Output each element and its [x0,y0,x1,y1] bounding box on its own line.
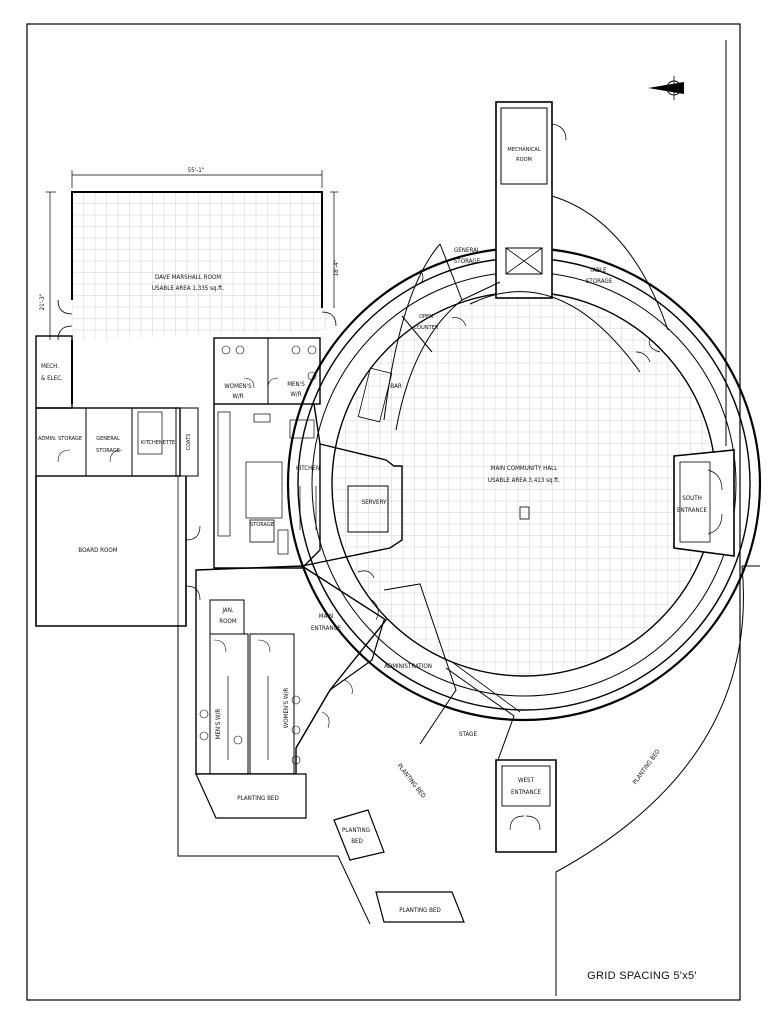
dave-marshall-room-area: USABLE AREA 1,335 sq.ft. [152,285,224,292]
dim-right-height: 18'-4" [333,259,340,276]
coats-label: COATS [186,434,192,451]
general-storage-left-label-1: GENERAL [96,436,120,442]
south-entrance [673,449,735,557]
main-entrance-wall [295,619,385,749]
table-storage-wall [551,195,669,331]
board-room-label: BOARD ROOM [78,547,117,554]
main-entrance-label-2: ENTRANCE [311,625,342,632]
planting-bed-3-label: PLANTING BED [399,907,440,914]
servery-label: SERVERY [362,499,387,506]
dimension-lines [46,170,338,340]
admin-stage-walls [357,570,521,761]
dim-top-width: 55'-1" [188,167,205,174]
west-entrance-label-2: ENTRANCE [511,789,542,796]
inner-ring-wall [383,243,441,421]
mechanical-room [495,101,567,299]
jan-room-label-2: ROOM [219,618,237,625]
bar-label: BAR [390,383,402,390]
south-entrance-label-2: ENTRANCE [677,507,708,514]
kitchenette-label: KITCHENETTE [141,440,175,446]
main-hall-label: MAIN COMMUNITY HALL [491,465,559,472]
general-storage-top-label-2: STORAGE [454,258,481,265]
table-storage-label-1: TABLE [588,267,607,274]
main-hall-area: USABLE AREA 3,413 sq.ft. [488,477,560,484]
hall-centre-marker [519,506,530,520]
board-room-walls [35,476,201,627]
storage-small-label: STORAGE [250,522,274,528]
south-entrance-label-1: SOUTH [682,495,702,502]
site-lines [177,40,760,996]
womens-wr-top-label-1: WOMEN'S [224,383,252,390]
servery [301,443,403,567]
general-storage-top-label-1: GENERAL [454,247,481,254]
planting-beds [195,773,465,923]
service-block [35,335,321,477]
planting-bed-arc-right-label: PLANTING BED [632,748,662,786]
jan-room-label-1: JAN. [221,607,234,614]
kitchen-label: KITCHEN [296,465,320,472]
planting-bed-2-label-2: BED [351,838,363,845]
planting-bed-2-label-1: PLANTING [342,827,370,834]
open-counter-label-1: OPEN [419,314,433,320]
table-storage-label-2: STORAGE [586,278,613,285]
mech-elec-label-1: MECH. [41,363,59,370]
north-arrow-icon [648,76,684,100]
admin-storage-label: ADMIN. STORAGE [38,436,82,442]
kitchen-walls [213,403,321,569]
mens-wr-top-label-2: W/R [290,391,301,398]
dave-marshall-room-walls [57,191,337,404]
planting-bed-1-label: PLANTING BED [237,795,278,802]
planting-bed-arc-left-label: PLANTING BED [396,763,427,800]
general-storage-left-label-2: STORAGE [96,448,120,454]
mechanical-room-label-2: ROOM [516,157,532,163]
mechanical-room-label-1: MECHANICAL [507,147,540,153]
west-entrance [495,759,557,853]
dave-marshall-room-label: DAVE MARSHALL ROOM [155,274,221,281]
mens-wr-bottom-label: MEN'S W/R [215,709,222,740]
administration-label: ADMINISTRATION [384,663,432,670]
mech-elec-label-2: & ELEC. [41,375,63,382]
west-entrance-label-1: WEST [518,777,535,784]
sheet-border [26,23,741,1001]
main-entrance-label-1: MAIN [319,613,333,620]
table-storage-inner-wall [469,291,641,373]
mens-wr-top-label-1: MEN'S [287,381,305,388]
womens-wr-bottom-label: WOMEN'S W/R [283,688,290,729]
womens-wr-top-label-2: W/R [232,393,243,400]
stage-label: STAGE [459,731,477,738]
dim-left-height: 21'-3" [39,293,46,310]
grid-spacing-note: GRID SPACING 5'x5' [587,970,697,982]
grid-rect [71,192,330,340]
open-counter-label-2: COUNTER [414,325,439,331]
